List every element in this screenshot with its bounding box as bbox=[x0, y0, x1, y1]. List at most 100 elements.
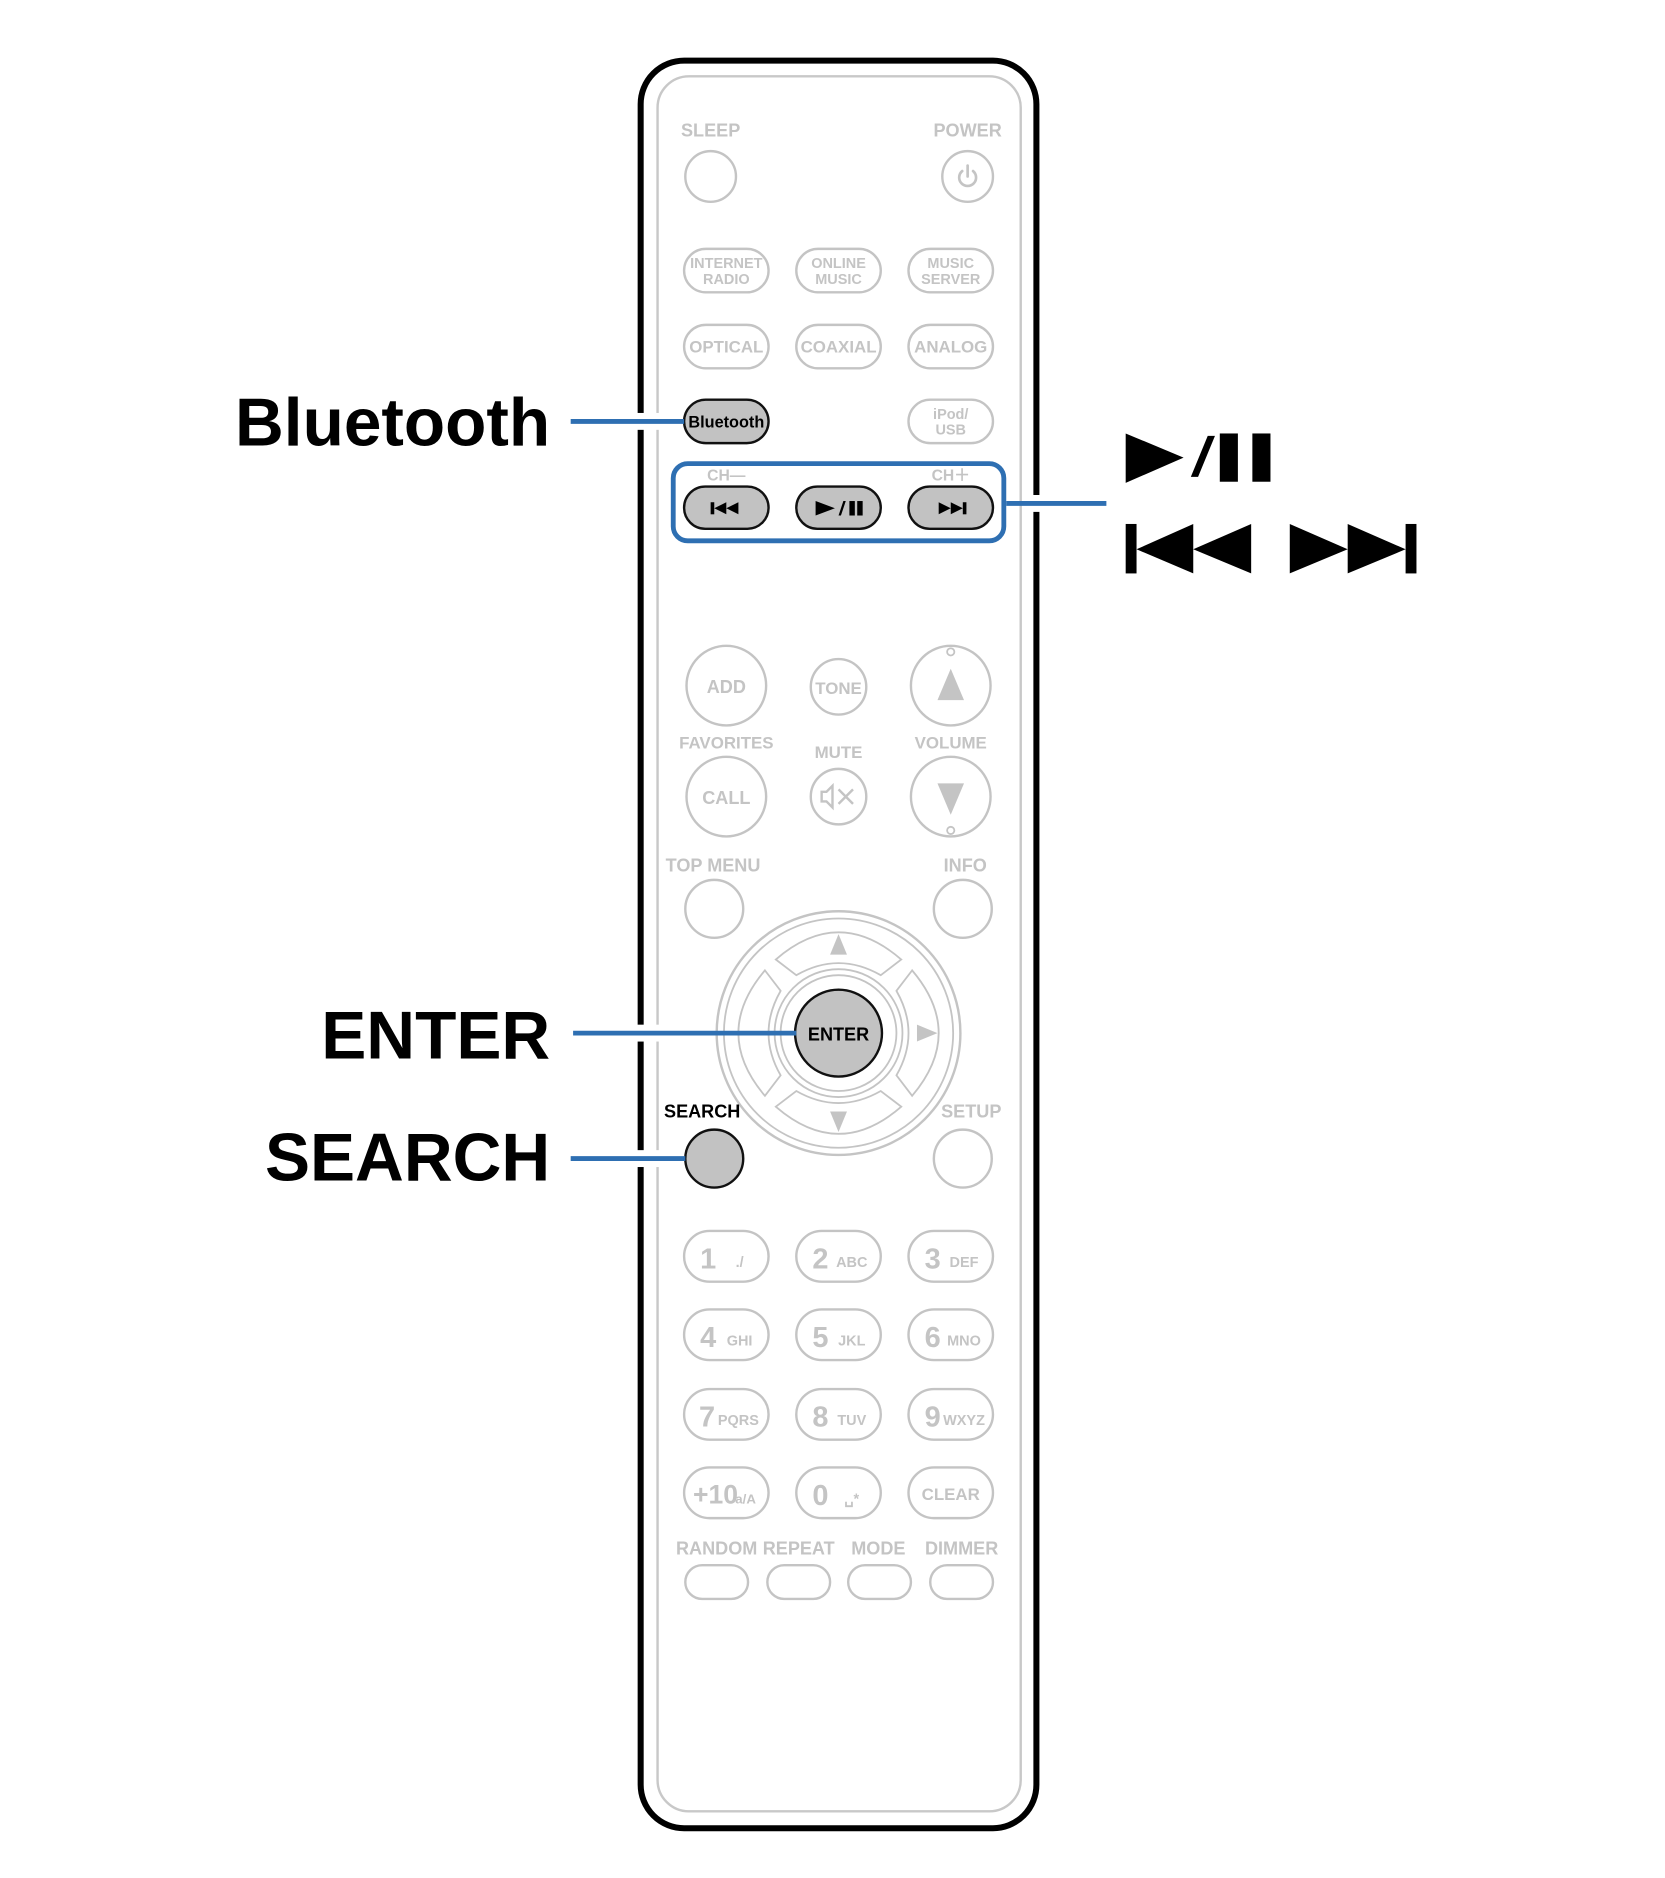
clear-label: CLEAR bbox=[922, 1485, 980, 1504]
volume-down-dot bbox=[946, 825, 956, 835]
plus10-main: +10 bbox=[693, 1480, 738, 1510]
key-7[interactable]: 7 PQRS bbox=[682, 1387, 770, 1441]
music-server-button[interactable]: MUSIC SERVER bbox=[907, 247, 995, 294]
internet-radio-button[interactable]: INTERNET RADIO bbox=[682, 247, 770, 294]
tone-button[interactable]: TONE bbox=[809, 657, 868, 716]
volume-label: VOLUME bbox=[915, 733, 987, 752]
favorites-label: FAVORITES bbox=[679, 733, 773, 752]
enter-button[interactable]: ENTER bbox=[793, 988, 884, 1078]
sleep-label: SLEEP bbox=[681, 121, 740, 141]
volume-down-icon bbox=[937, 783, 965, 815]
key-9[interactable]: 9 WXYZ bbox=[907, 1387, 995, 1441]
play-pause-button[interactable] bbox=[795, 485, 882, 530]
ipod-usb-line2: USB bbox=[935, 423, 966, 439]
volume-up-button[interactable] bbox=[909, 644, 992, 727]
dpad-down-button[interactable] bbox=[774, 1089, 903, 1135]
optical-button[interactable]: OPTICAL bbox=[682, 323, 770, 370]
repeat-label: REPEAT bbox=[763, 1538, 835, 1558]
key-2-letters: ABC bbox=[836, 1255, 868, 1271]
key-8[interactable]: 8 TUV bbox=[795, 1387, 882, 1441]
clear-button[interactable]: CLEAR bbox=[907, 1466, 995, 1520]
skip-back-button[interactable] bbox=[682, 485, 770, 530]
key-6-digit: 6 bbox=[925, 1322, 941, 1354]
top-menu-button[interactable] bbox=[684, 878, 745, 939]
mode-button[interactable] bbox=[846, 1563, 913, 1601]
dpad-left-button[interactable] bbox=[737, 968, 782, 1098]
dimmer-button[interactable] bbox=[929, 1563, 995, 1601]
dpad-right-button[interactable] bbox=[895, 968, 940, 1098]
sleep-button[interactable] bbox=[684, 149, 738, 204]
plus10-sub: a/A bbox=[735, 1492, 756, 1507]
key-4[interactable]: 4 GHI bbox=[682, 1308, 770, 1362]
tone-label: TONE bbox=[815, 679, 862, 698]
zero-sub: ␣* bbox=[844, 1492, 859, 1508]
key-1-letters: ./ bbox=[736, 1255, 744, 1271]
enter-callout-label: ENTER bbox=[321, 998, 550, 1073]
key-7-digit: 7 bbox=[699, 1401, 715, 1433]
online-music-line1: ONLINE bbox=[811, 256, 866, 272]
volume-up-icon bbox=[937, 668, 965, 701]
key-8-letters: TUV bbox=[837, 1413, 866, 1429]
key-7-letters: PQRS bbox=[718, 1413, 759, 1429]
key-1[interactable]: 1 ./ bbox=[682, 1229, 770, 1283]
search-button[interactable] bbox=[684, 1128, 745, 1189]
mode-label: MODE bbox=[851, 1538, 905, 1558]
online-music-line2: MUSIC bbox=[815, 272, 862, 288]
play-pause-icon bbox=[815, 501, 863, 516]
key-3-digit: 3 bbox=[925, 1243, 941, 1275]
random-label: RANDOM bbox=[676, 1538, 757, 1558]
dimmer-label: DIMMER bbox=[925, 1538, 998, 1558]
key-8-digit: 8 bbox=[812, 1401, 828, 1433]
volume-down-button[interactable] bbox=[909, 755, 992, 838]
analog-button[interactable]: ANALOG bbox=[907, 323, 995, 370]
repeat-button[interactable] bbox=[766, 1563, 832, 1601]
remote-inner-outline bbox=[656, 75, 1022, 1813]
analog-label: ANALOG bbox=[914, 338, 987, 357]
key-5[interactable]: 5 JKL bbox=[795, 1308, 882, 1362]
optical-label: OPTICAL bbox=[689, 338, 763, 357]
key-3-letters: DEF bbox=[950, 1255, 979, 1271]
enter-button-label: ENTER bbox=[808, 1024, 869, 1044]
skip-back-icon bbox=[1125, 523, 1252, 574]
skip-forward-icon bbox=[1289, 523, 1417, 574]
power-label: POWER bbox=[933, 121, 1001, 141]
key-4-digit: 4 bbox=[700, 1322, 716, 1354]
call-favorites-button[interactable]: CALL bbox=[685, 755, 768, 838]
dpad-right-arrow-icon bbox=[916, 1024, 938, 1042]
key-6-letters: MNO bbox=[947, 1334, 981, 1350]
setup-button[interactable] bbox=[932, 1128, 993, 1189]
bluetooth-button[interactable]: Bluetooth bbox=[682, 398, 770, 445]
internet-radio-line1: INTERNET bbox=[690, 256, 763, 272]
music-server-line1: MUSIC bbox=[927, 256, 974, 272]
key-1-digit: 1 bbox=[700, 1243, 716, 1275]
plus10-button[interactable]: +10 a/A bbox=[682, 1466, 770, 1520]
online-music-button[interactable]: ONLINE MUSIC bbox=[795, 247, 882, 294]
music-server-line2: SERVER bbox=[921, 272, 981, 288]
key-3[interactable]: 3 DEF bbox=[907, 1229, 995, 1283]
call-label: CALL bbox=[702, 788, 750, 808]
info-label: INFO bbox=[944, 855, 987, 875]
key-5-digit: 5 bbox=[812, 1322, 828, 1354]
key-4-letters: GHI bbox=[727, 1334, 753, 1350]
skip-forward-icon bbox=[938, 502, 967, 515]
dpad-up-arrow-icon bbox=[830, 934, 847, 955]
ipod-usb-button[interactable]: iPod/ USB bbox=[907, 398, 995, 445]
key-9-letters: WXYZ bbox=[943, 1413, 985, 1429]
play-pause-icon bbox=[1125, 433, 1271, 483]
coaxial-button[interactable]: COAXIAL bbox=[795, 323, 882, 370]
add-favorites-button[interactable]: ADD bbox=[685, 644, 768, 727]
info-button[interactable] bbox=[932, 878, 993, 939]
dpad-up-button[interactable] bbox=[774, 931, 903, 977]
key-6[interactable]: 6 MNO bbox=[907, 1308, 995, 1362]
mute-icon bbox=[820, 782, 854, 811]
mute-button[interactable] bbox=[809, 767, 868, 826]
random-button[interactable] bbox=[684, 1563, 750, 1601]
ch-minus-label: CH— bbox=[707, 468, 746, 485]
key-2[interactable]: 2 ABC bbox=[795, 1229, 882, 1283]
ch-plus-label: CH＋ bbox=[932, 468, 970, 485]
mute-label: MUTE bbox=[815, 743, 863, 762]
zero-button[interactable]: 0 ␣* bbox=[795, 1466, 882, 1520]
zero-main: 0 bbox=[812, 1480, 828, 1512]
skip-forward-button[interactable] bbox=[907, 485, 995, 530]
